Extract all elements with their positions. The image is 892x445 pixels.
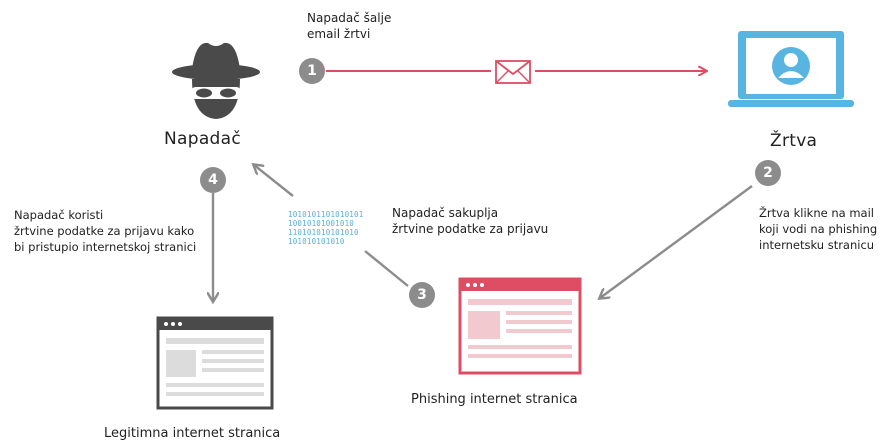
step-2-text: Žrtva klikne na mail koji vodi na phishi… — [759, 206, 878, 252]
attacker-label: Napadač — [164, 129, 241, 149]
legit-browser-icon — [156, 316, 274, 412]
envelope-icon — [491, 57, 535, 87]
phishing-site-label: Phishing internet stranica — [411, 392, 578, 407]
step-3-badge: 3 — [409, 282, 435, 308]
step-3-text: Napadač sakuplja žrtvine podatke za prij… — [392, 206, 549, 236]
victim-label: Žrtva — [770, 131, 818, 151]
legit-site-label: Legitimna internet stranica — [104, 426, 281, 441]
user-laptop-icon — [728, 28, 856, 112]
hacker-icon — [168, 35, 264, 125]
click-arrow — [600, 185, 753, 298]
collect-arrow-lower — [364, 250, 409, 287]
step-4-text: Napadač koristi žrtvine podatke za prija… — [14, 208, 197, 254]
step-2-badge: 2 — [755, 160, 781, 186]
step-1-text: Napadač šalje email žrtvi — [307, 11, 392, 41]
phishing-browser-icon — [458, 277, 582, 377]
binary-data: 1010101101010101 10010101001010 11010101… — [288, 210, 364, 246]
step-4-badge: 4 — [200, 167, 226, 193]
collect-arrow-upper — [254, 165, 294, 197]
step-1-badge: 1 — [299, 58, 325, 84]
